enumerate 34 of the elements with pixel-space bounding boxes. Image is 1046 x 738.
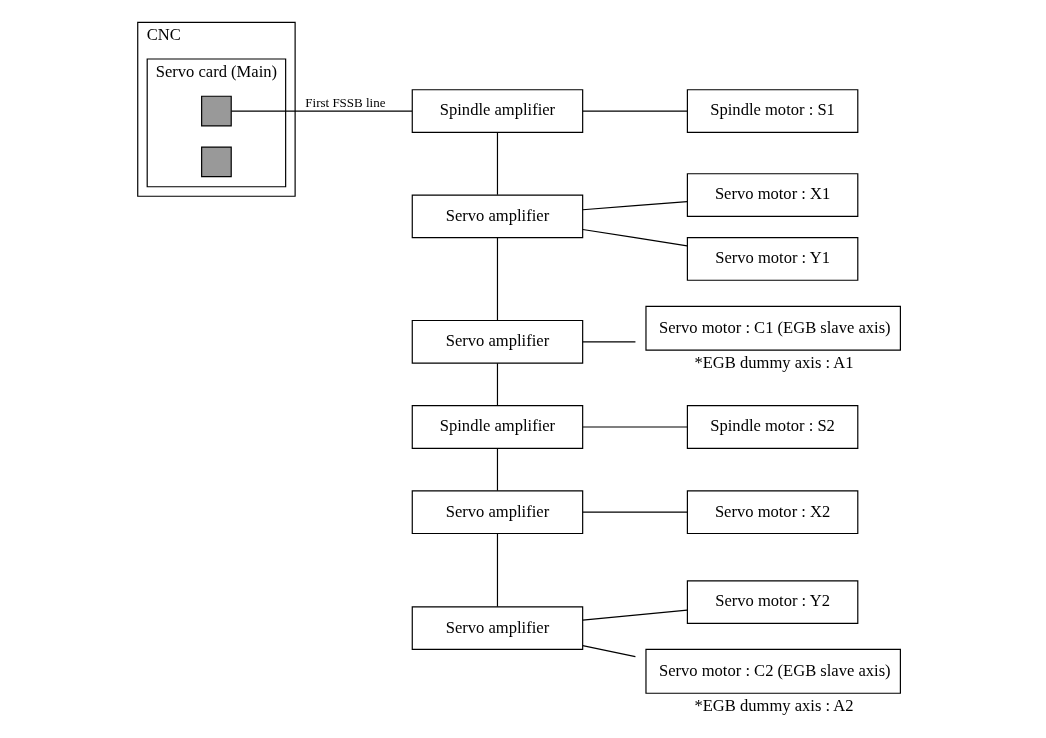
node-label: *EGB dummy axis : A2 (693, 696, 854, 716)
node-box: Servo amplifier (411, 319, 583, 364)
connector (581, 645, 636, 658)
connector (230, 110, 413, 112)
connector (581, 201, 688, 211)
node-box: Servo motor : X2 (686, 490, 858, 535)
node-box: Servo motor : X1 (686, 173, 858, 217)
node-box: Servo motor : Y2 (686, 580, 858, 624)
node-box: Spindle amplifier (411, 405, 583, 449)
connector (581, 511, 688, 513)
node-box: Spindle amplifier (411, 89, 583, 133)
node-box (200, 146, 232, 178)
node-box: Servo motor : Y1 (686, 237, 858, 281)
node-box: Servo motor : C1 (EGB slave axis) (644, 305, 901, 351)
connector (496, 447, 498, 492)
connector (581, 110, 688, 112)
node-box: Servo amplifier (411, 606, 583, 651)
connector (581, 228, 688, 247)
node-box: Spindle motor : S2 (686, 405, 858, 449)
connector (496, 237, 498, 321)
node-box: Servo amplifier (411, 194, 583, 239)
connector (496, 533, 498, 608)
node-box: Servo amplifier (411, 490, 583, 535)
connector (581, 341, 636, 343)
cluster: Servo card (Main) (146, 58, 286, 188)
connector (581, 609, 688, 621)
node-label: *EGB dummy axis : A1 (693, 353, 854, 373)
node-box: Spindle motor : S1 (686, 89, 858, 133)
connector (581, 426, 688, 428)
connector (496, 132, 498, 196)
node-box: Servo motor : C2 (EGB slave axis) (644, 648, 901, 694)
node-box (200, 95, 232, 127)
edge-label: First FSSB line (304, 95, 386, 111)
connector (496, 362, 498, 407)
